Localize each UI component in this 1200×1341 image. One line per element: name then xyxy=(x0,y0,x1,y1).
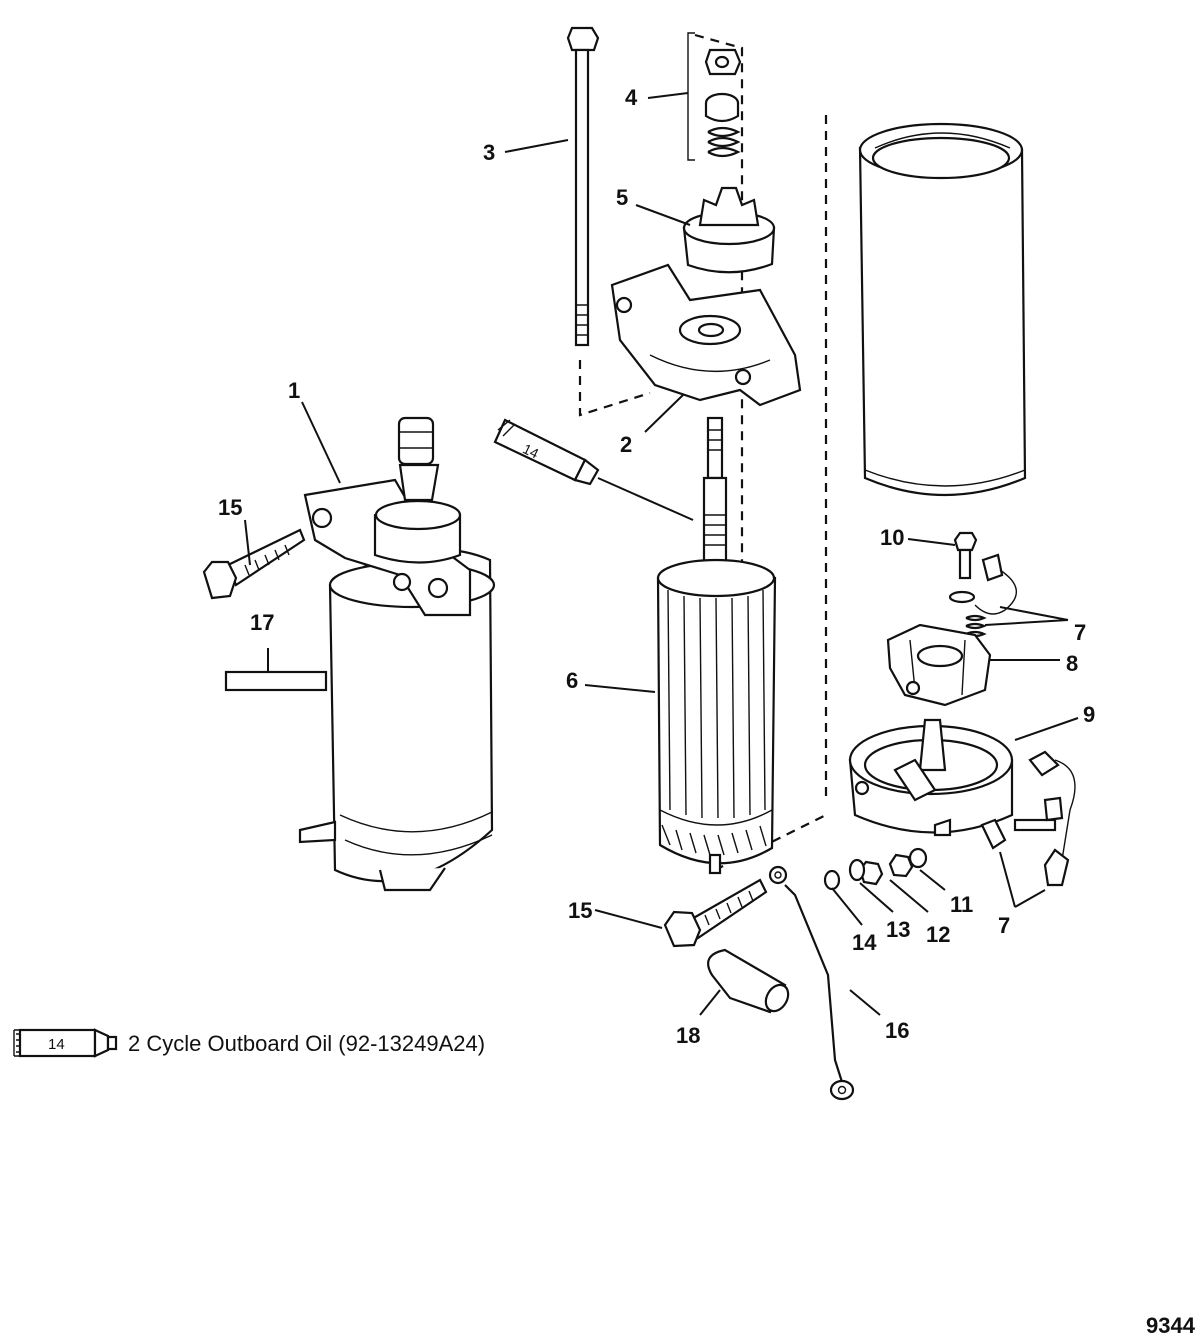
figure-number: 9344 xyxy=(1146,1313,1196,1338)
starter-motor-assembly xyxy=(298,416,496,892)
callout-15-left: 15 xyxy=(218,495,242,520)
legend: 14 2 Cycle Outboard Oil (92-13249A24) xyxy=(13,1028,485,1058)
nut-and-washers xyxy=(823,847,928,891)
assembly-dashed-outline xyxy=(578,33,828,871)
decal-strip xyxy=(224,670,328,692)
callout-6: 6 xyxy=(566,668,578,693)
callout-10: 10 xyxy=(880,525,904,550)
callout-3: 3 xyxy=(483,140,495,165)
brush-with-lead-upper xyxy=(948,553,1017,638)
ground-lead xyxy=(768,865,855,1101)
callout-13: 13 xyxy=(886,917,910,942)
callout-11: 11 xyxy=(950,892,973,917)
callout-17: 17 xyxy=(250,610,274,635)
bolt-lower xyxy=(663,878,768,948)
callout-16: 16 xyxy=(885,1018,909,1043)
leader-lines xyxy=(244,92,1079,1016)
callout-7-lower: 7 xyxy=(998,913,1010,938)
callout-9: 9 xyxy=(1083,702,1095,727)
callout-numbers: 1 2 3 4 5 6 7 7 8 9 10 11 12 13 14 15 15… xyxy=(218,85,1095,1048)
callout-1: 1 xyxy=(288,378,300,403)
callout-14: 14 xyxy=(852,930,877,955)
terminal-boot xyxy=(707,948,790,1014)
brush-with-lead-lower xyxy=(980,750,1076,887)
callout-8: 8 xyxy=(1066,651,1078,676)
tube-label: 14 xyxy=(520,440,541,461)
through-bolt xyxy=(566,26,600,347)
brush-holder xyxy=(886,623,992,707)
callout-15-lower: 15 xyxy=(568,898,592,923)
legend-text: 2 Cycle Outboard Oil (92-13249A24) xyxy=(128,1031,485,1056)
callout-5: 5 xyxy=(616,185,628,210)
legend-tube-label: 14 xyxy=(48,1036,65,1053)
screw xyxy=(953,531,978,580)
drive-end-cap xyxy=(610,263,802,407)
callout-2: 2 xyxy=(620,432,632,457)
field-frame-sleeve xyxy=(858,122,1027,497)
callout-12: 12 xyxy=(926,922,950,947)
callout-7-upper: 7 xyxy=(1074,620,1086,645)
drive-pinion xyxy=(682,186,776,274)
bolt-upper-left xyxy=(202,528,306,600)
callout-18: 18 xyxy=(676,1023,700,1048)
callout-4: 4 xyxy=(625,85,638,110)
nut-spacer-spring-set xyxy=(687,32,742,161)
commutator-end-cap xyxy=(848,718,1014,837)
lubricant-tube: 14 xyxy=(493,418,600,486)
legend-tube-icon: 14 xyxy=(13,1028,118,1058)
armature xyxy=(656,416,777,875)
